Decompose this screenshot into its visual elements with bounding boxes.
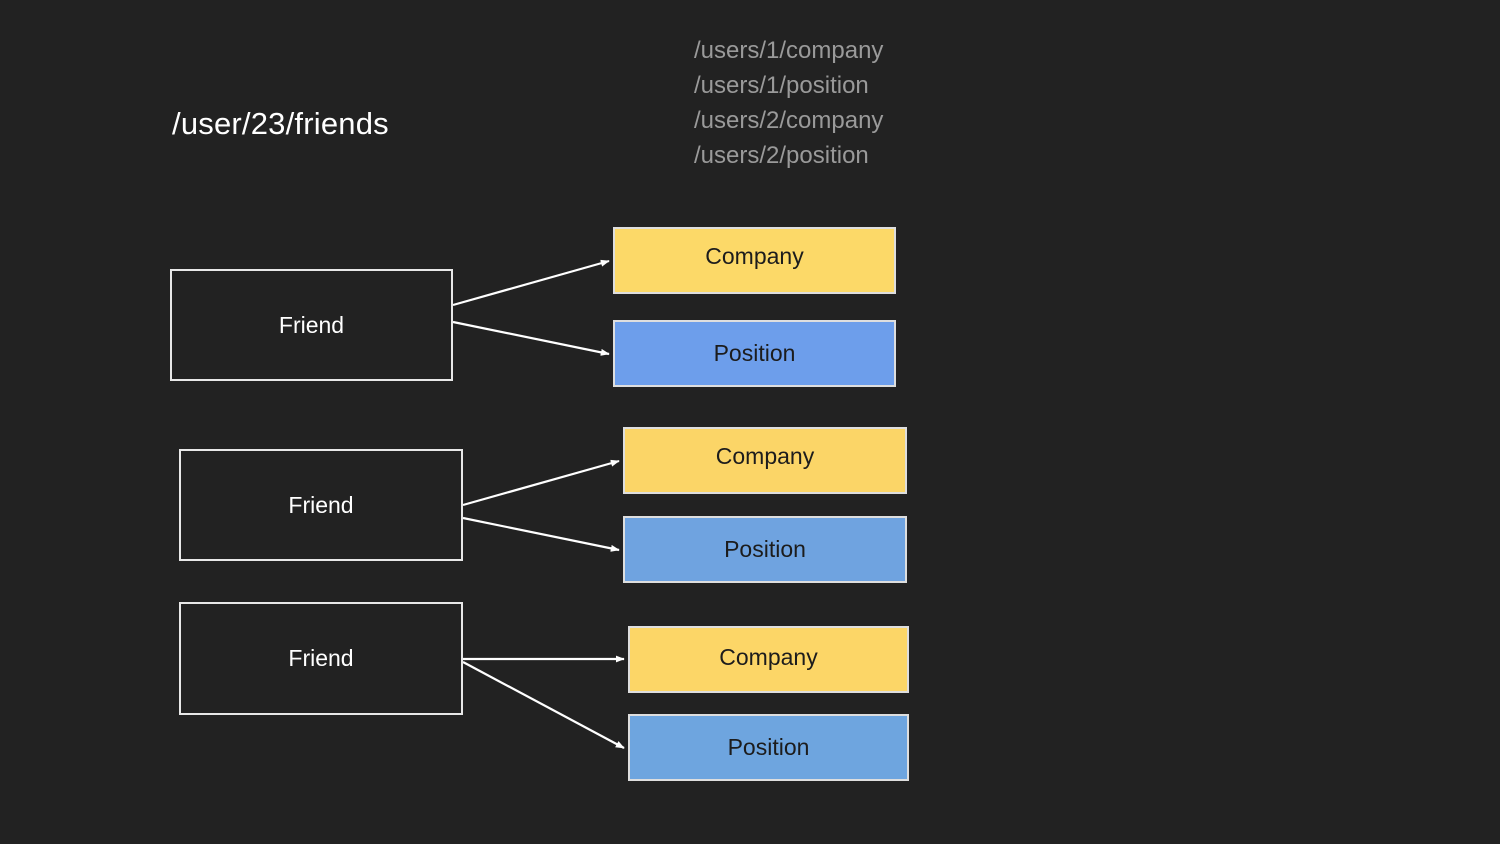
position-node[interactable]: Position [628, 714, 909, 781]
request-url-line: /users/1/position [694, 72, 869, 99]
position-node[interactable]: Position [613, 320, 896, 387]
arrow-friend-to-company [452, 259, 610, 307]
arrow-friend-to-position [462, 661, 625, 749]
arrow-friend-to-company [462, 459, 620, 507]
position-node-label: Position [727, 734, 810, 760]
friend-node-label: Friend [288, 491, 354, 518]
arrow-friend-to-position [452, 320, 610, 356]
request-url-list: /users/1/company /users/1/position /user… [694, 33, 883, 173]
company-node[interactable]: Company [623, 427, 907, 494]
position-node-label: Position [724, 536, 806, 562]
request-url-line: /users/2/company [694, 107, 884, 134]
company-node-label: Company [719, 644, 818, 670]
position-node-label: Position [713, 340, 796, 366]
friend-node[interactable]: Friend [179, 449, 463, 561]
friend-node[interactable]: Friend [179, 602, 463, 715]
friend-node-label: Friend [288, 645, 354, 671]
page-title: /user/23/friends [172, 106, 389, 141]
request-url-line: /users/1/company [694, 37, 884, 64]
friend-node-label: Friend [278, 311, 345, 338]
company-node[interactable]: Company [628, 626, 909, 693]
company-node-label: Company [715, 443, 815, 469]
position-node[interactable]: Position [623, 516, 907, 583]
company-node[interactable]: Company [613, 227, 896, 294]
friend-node[interactable]: Friend [170, 269, 453, 381]
request-url-line: /users/2/position [694, 142, 869, 169]
arrow-friend-to-position [462, 516, 620, 552]
company-node-label: Company [705, 243, 804, 269]
